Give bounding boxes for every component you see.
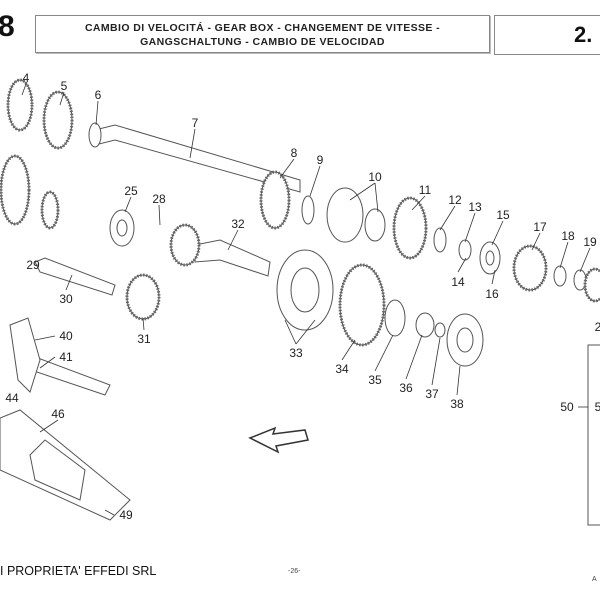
- callout-49: 49: [119, 508, 133, 522]
- callout-12: 12: [448, 193, 462, 207]
- callout-46: 46: [51, 407, 65, 421]
- callout-44: 44: [5, 391, 19, 405]
- part-callouts: 4 5 6 7 8 9 10 11 12 13 14 15 16 17 18 1…: [5, 71, 600, 522]
- callout-11: 11: [419, 183, 432, 197]
- section-box: [494, 15, 600, 55]
- callout-35: 35: [368, 373, 382, 387]
- callout-18: 18: [561, 229, 575, 243]
- callout-5-right: 5: [595, 400, 600, 414]
- callout-32: 32: [231, 217, 245, 231]
- callout-40: 40: [59, 329, 73, 343]
- callout-13: 13: [468, 200, 482, 214]
- leader-lines: [21, 83, 591, 516]
- callout-41: 41: [59, 350, 73, 364]
- page-number: 8: [0, 10, 15, 43]
- callout-10: 10: [368, 170, 382, 184]
- callout-37: 37: [425, 387, 439, 401]
- direction-arrow: [248, 426, 309, 454]
- callout-14: 14: [451, 275, 465, 289]
- callout-5: 5: [61, 79, 68, 93]
- callout-6: 6: [95, 88, 102, 102]
- main-shaft: [94, 124, 301, 277]
- callout-29: 29: [26, 258, 40, 272]
- callout-30: 30: [59, 292, 73, 306]
- footer-page-number: -26-: [288, 568, 301, 575]
- callout-8: 8: [291, 146, 298, 160]
- callout-15: 15: [496, 208, 510, 222]
- section-number: 2.: [574, 22, 593, 47]
- callout-9: 9: [317, 153, 324, 167]
- callout-4: 4: [23, 71, 30, 85]
- callout-7: 7: [192, 116, 199, 130]
- callout-28: 28: [152, 192, 166, 206]
- title-line-2: GANGSCHALTUNG - CAMBIO DE VELOCIDAD: [140, 36, 385, 48]
- callout-31: 31: [137, 332, 151, 346]
- callout-2-right: 2: [595, 320, 600, 334]
- callout-17: 17: [533, 220, 547, 234]
- callout-33: 33: [289, 346, 303, 360]
- callout-25: 25: [124, 184, 138, 198]
- callout-36: 36: [399, 381, 413, 395]
- callout-50: 50: [560, 400, 574, 414]
- callout-38: 38: [450, 397, 464, 411]
- shift-rod-and-forks: [0, 257, 131, 521]
- title-line-1: CAMBIO DI VELOCITÁ - GEAR BOX - CHANGEME…: [84, 22, 441, 34]
- callout-34: 34: [335, 362, 349, 376]
- title-box: CAMBIO DI VELOCITÁ - GEAR BOX - CHANGEME…: [35, 15, 490, 53]
- copyright-text: I PROPRIETA' EFFEDI SRL: [0, 564, 157, 578]
- callout-16: 16: [485, 287, 499, 301]
- callout-19: 19: [583, 235, 597, 249]
- assembly-bracket: [587, 344, 600, 526]
- footer-right-text: A: [592, 576, 597, 583]
- gears: [0, 78, 600, 367]
